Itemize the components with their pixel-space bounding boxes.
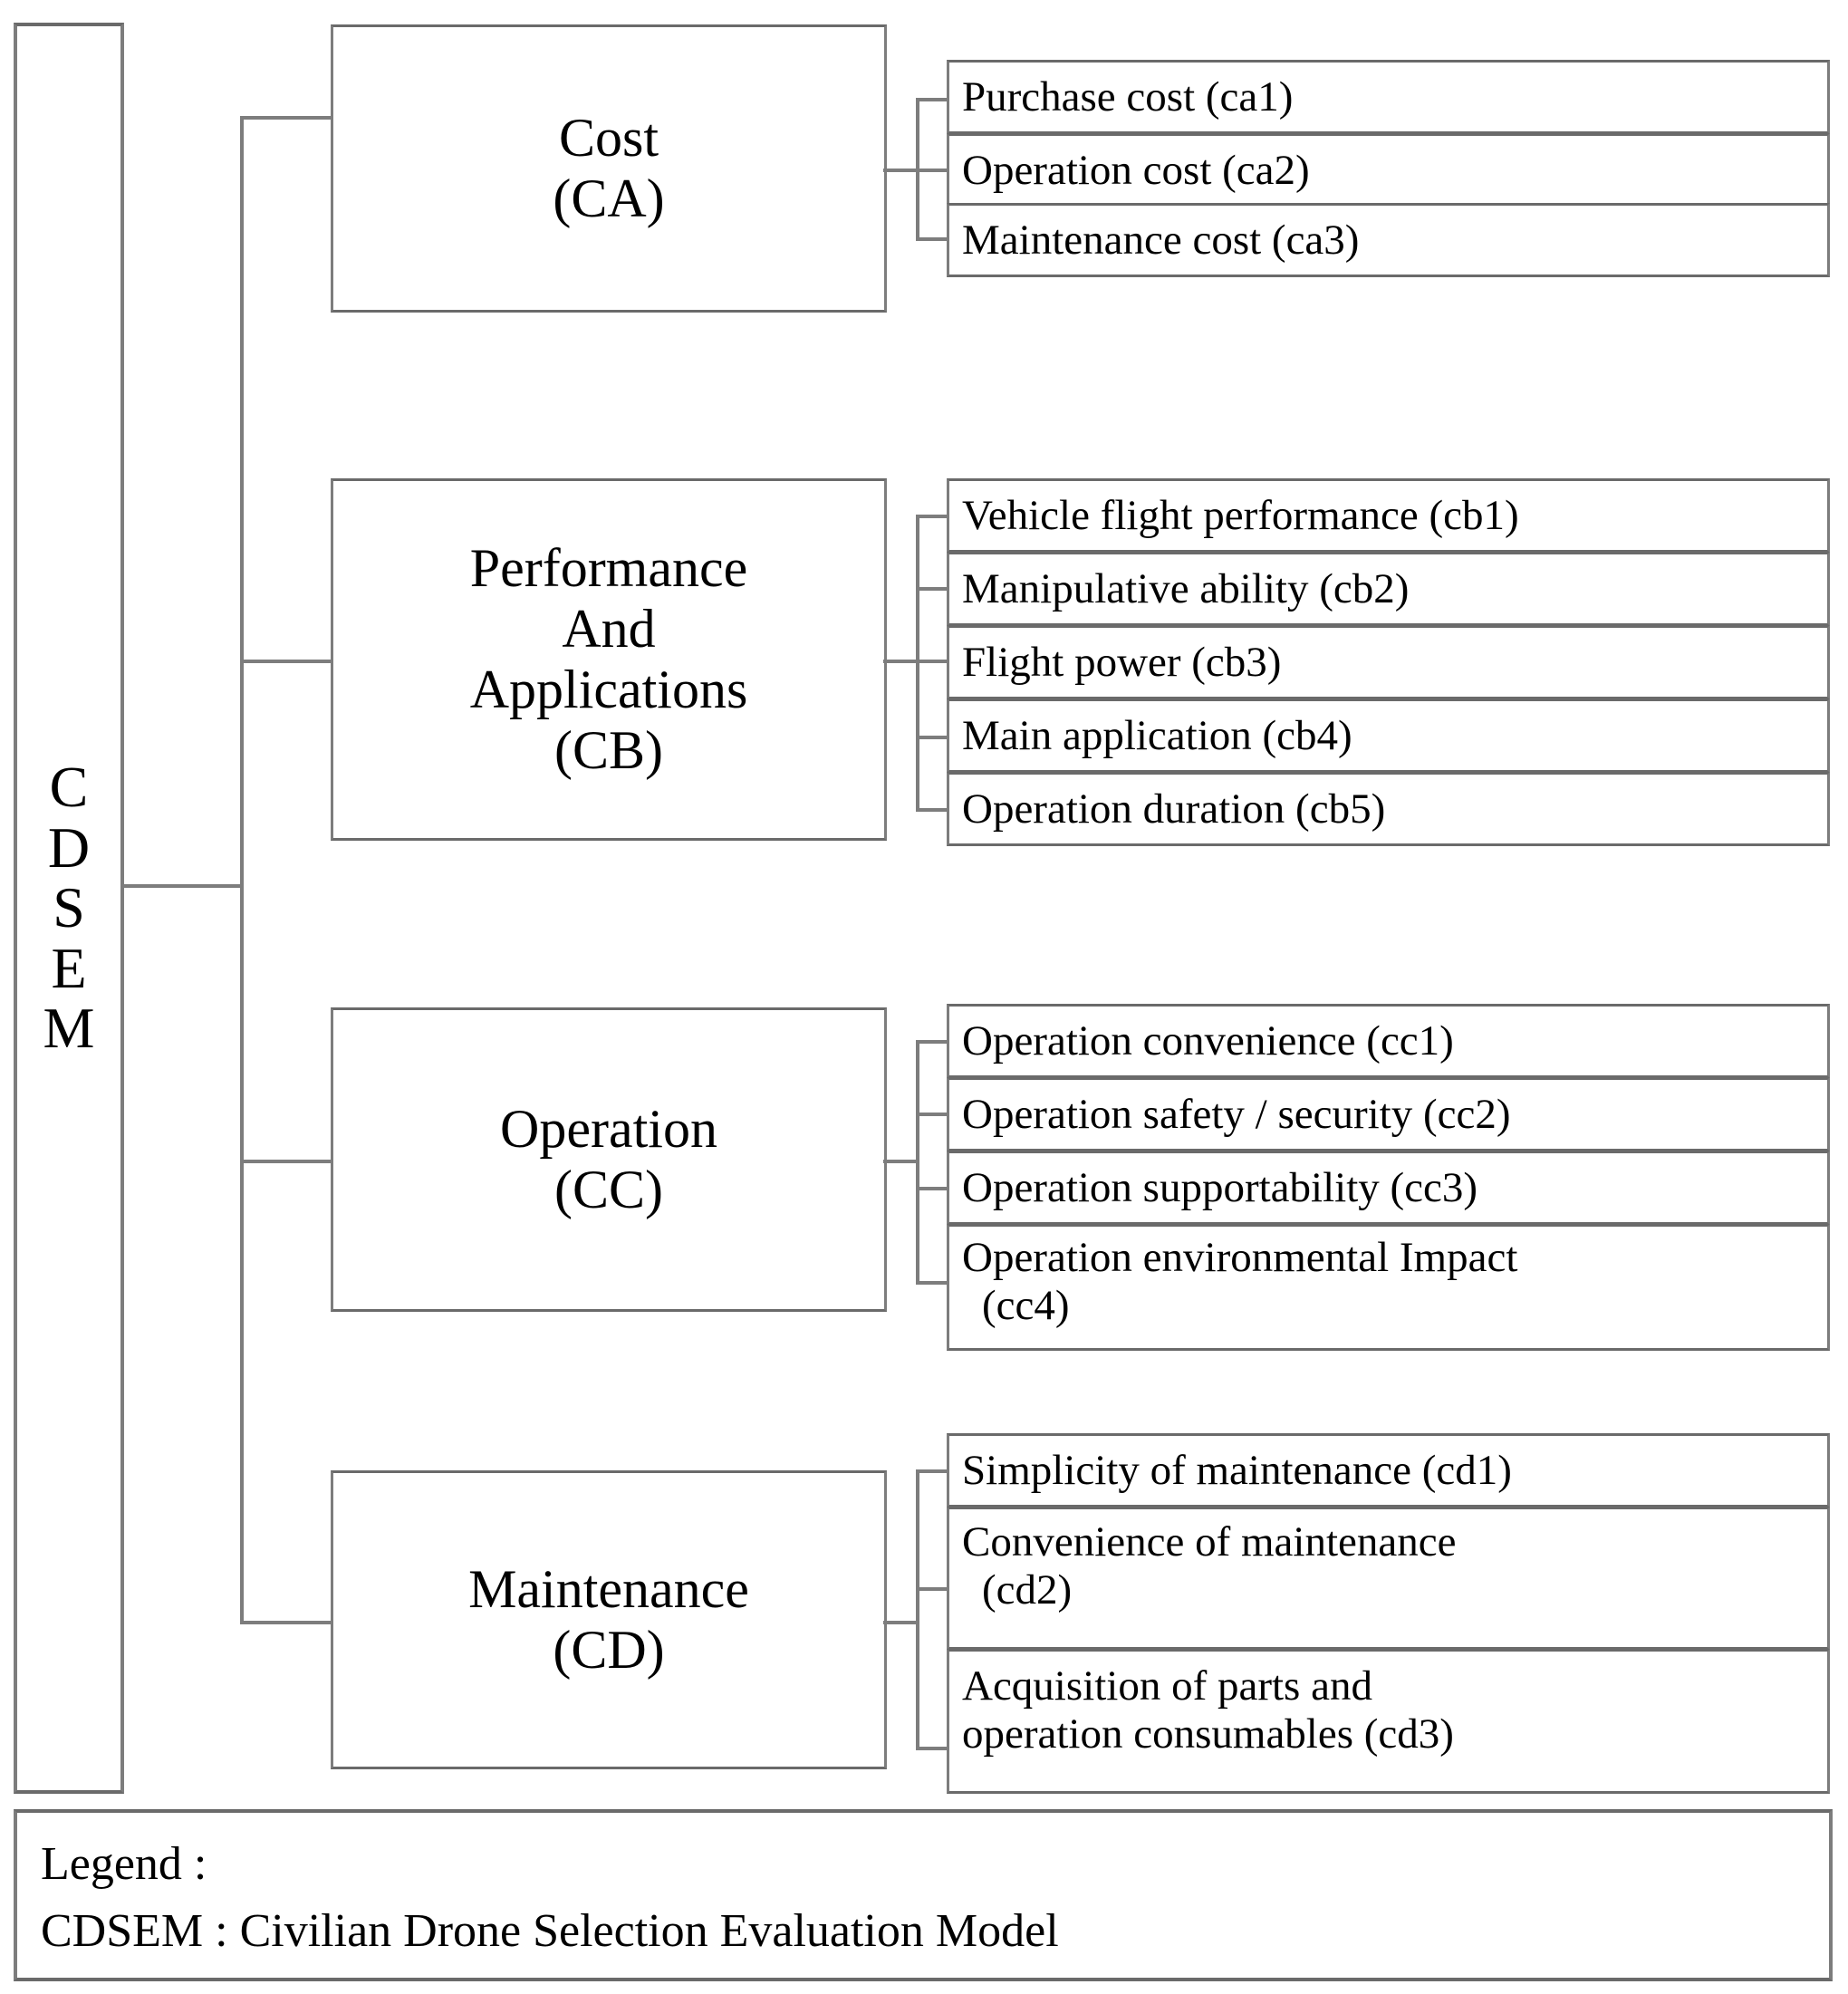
category-cc-line-2: (CC): [554, 1160, 663, 1219]
criterion-ca2[interactable]: Operation cost (ca2): [947, 133, 1830, 207]
category-cd-line-1: Maintenance: [468, 1558, 749, 1619]
root-letter-m: M: [43, 996, 95, 1061]
criterion-cd2-line-2: (cd2): [982, 1565, 1073, 1614]
criterion-cb3-label: Flight power (cb3): [962, 638, 1282, 686]
criterion-cc4-line-2: (cc4): [982, 1281, 1070, 1329]
connector-cd-to-cd3: [916, 1747, 952, 1750]
criterion-cd3[interactable]: Acquisition of parts and operation consu…: [947, 1649, 1830, 1794]
criterion-ca3[interactable]: Maintenance cost (ca3): [947, 203, 1830, 277]
criterion-cc2[interactable]: Operation safety / security (cc2): [947, 1077, 1830, 1151]
category-cc-line-1: Operation: [500, 1098, 717, 1159]
legend-heading: Legend :: [41, 1838, 207, 1890]
connector-ca-to-ca1: [916, 98, 952, 101]
category-node-ca[interactable]: Cost (CA): [331, 24, 887, 313]
criterion-cd1[interactable]: Simplicity of maintenance (cd1): [947, 1433, 1830, 1508]
criterion-cb4-label: Main application (cb4): [962, 711, 1352, 759]
connector-root-to-trunk: [124, 884, 244, 888]
connector-cb-to-cb5: [916, 808, 952, 812]
legend-entry-cdsem: CDSEM : Civilian Drone Selection Evaluat…: [41, 1904, 1059, 1957]
criterion-cc2-label: Operation safety / security (cc2): [962, 1090, 1511, 1138]
connector-cc-bus: [916, 1040, 919, 1285]
category-cb-line-3: Applications: [469, 660, 748, 719]
category-node-cb[interactable]: Performance And Applications (CB): [331, 478, 887, 841]
connector-cb-to-cb1: [916, 515, 952, 518]
category-cb-line-4: (CB): [554, 720, 663, 781]
connector-cb-bus: [916, 515, 919, 812]
connector-trunk-bus: [240, 116, 244, 1624]
connector-trunk-to-cat-cb: [240, 660, 334, 663]
criterion-cb2[interactable]: Manipulative ability (cb2): [947, 552, 1830, 626]
connector-cb-to-cb4: [916, 736, 952, 739]
root-letter-c: C: [49, 755, 89, 820]
criterion-cb3[interactable]: Flight power (cb3): [947, 625, 1830, 699]
root-letter-d: D: [47, 814, 91, 880]
root-letter-s: S: [53, 875, 85, 940]
criterion-cd2-label: Convenience of maintenance (cd2): [962, 1518, 1456, 1614]
connector-cb-to-cb3: [916, 660, 952, 663]
criterion-ca2-label: Operation cost (ca2): [962, 146, 1310, 194]
connector-cc-stub: [883, 1160, 919, 1163]
criterion-cd3-line-1: Acquisition of parts and: [962, 1662, 1372, 1710]
criterion-cb2-label: Manipulative ability (cb2): [962, 564, 1410, 612]
connector-ca-stub: [883, 169, 919, 172]
criterion-cb1[interactable]: Vehicle flight performance (cb1): [947, 478, 1830, 553]
criterion-cd3-line-2: operation consumables (cd3): [962, 1710, 1454, 1758]
criterion-cd1-label: Simplicity of maintenance (cd1): [962, 1446, 1512, 1494]
connector-cd-to-cd2: [916, 1587, 952, 1591]
category-cb-line-2: And: [562, 598, 656, 659]
category-cb-line-1: Performance: [469, 537, 748, 598]
criterion-cb5-label: Operation duration (cb5): [962, 785, 1386, 833]
connector-cb-stub: [883, 660, 919, 663]
connector-cd-to-cd1: [916, 1469, 952, 1473]
connector-cb-to-cb2: [916, 587, 952, 591]
root-letter-e: E: [51, 935, 87, 1000]
criterion-cd2[interactable]: Convenience of maintenance (cd2): [947, 1507, 1830, 1650]
criterion-cc3[interactable]: Operation supportability (cc3): [947, 1151, 1830, 1225]
root-node-label: C D S E M: [43, 757, 95, 1059]
category-ca-line-2: (CA): [553, 169, 665, 228]
criterion-cc1[interactable]: Operation convenience (cc1): [947, 1004, 1830, 1078]
connector-trunk-to-cat-cc: [240, 1160, 334, 1163]
criterion-cb5[interactable]: Operation duration (cb5): [947, 772, 1830, 846]
connector-trunk-to-cat-ca: [240, 116, 334, 120]
criterion-cc4-label: Operation environmental Impact (cc4): [962, 1234, 1517, 1329]
connector-cc-to-cc4: [916, 1281, 952, 1285]
category-ca-line-1: Cost: [558, 107, 659, 168]
criterion-cc4[interactable]: Operation environmental Impact (cc4): [947, 1224, 1830, 1351]
criterion-cc1-label: Operation convenience (cc1): [962, 1016, 1454, 1064]
root-node-cdsem[interactable]: C D S E M: [14, 23, 124, 1794]
criterion-cd2-line-1: Convenience of maintenance: [962, 1518, 1457, 1565]
connector-cc-to-cc1: [916, 1040, 952, 1044]
criterion-ca1[interactable]: Purchase cost (ca1): [947, 60, 1830, 134]
criterion-cb1-label: Vehicle flight performance (cb1): [962, 491, 1519, 539]
legend-box: Legend : CDSEM : Civilian Drone Selectio…: [14, 1809, 1833, 1981]
criterion-cb4[interactable]: Main application (cb4): [947, 698, 1830, 773]
connector-cd-stub: [883, 1621, 919, 1624]
connector-trunk-to-cat-cd: [240, 1621, 334, 1624]
criterion-cc3-label: Operation supportability (cc3): [962, 1163, 1478, 1211]
criterion-cc4-line-1: Operation environmental Impact: [962, 1234, 1518, 1281]
connector-ca-to-ca2: [916, 169, 952, 172]
connector-cc-to-cc2: [916, 1113, 952, 1116]
criterion-cd3-label: Acquisition of parts and operation consu…: [962, 1662, 1454, 1758]
criterion-ca3-label: Maintenance cost (ca3): [962, 216, 1360, 264]
connector-cc-to-cc3: [916, 1187, 952, 1190]
category-node-cc[interactable]: Operation (CC): [331, 1007, 887, 1312]
criterion-ca1-label: Purchase cost (ca1): [962, 72, 1294, 120]
connector-ca-to-ca3: [916, 237, 952, 241]
category-node-cd[interactable]: Maintenance (CD): [331, 1470, 887, 1769]
category-cd-line-2: (CD): [553, 1620, 665, 1680]
connector-cd-bus: [916, 1469, 919, 1750]
